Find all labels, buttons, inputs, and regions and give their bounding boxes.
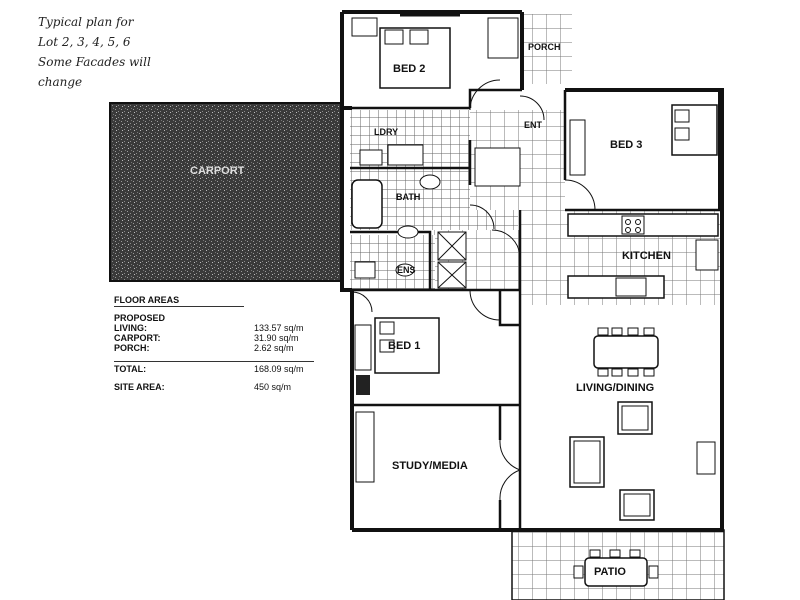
area-label: CARPORT: bbox=[114, 333, 161, 343]
note-line: Some Facades will bbox=[38, 55, 151, 69]
plan-note: Typical plan for Lot 2, 3, 4, 5, 6 Some … bbox=[38, 12, 208, 92]
room-label-study-media: STUDY/MEDIA bbox=[392, 460, 468, 472]
note-line: change bbox=[38, 75, 83, 89]
site-area-label: SITE AREA: bbox=[114, 382, 165, 392]
area-label: PORCH: bbox=[114, 343, 150, 353]
room-label-bath: BATH bbox=[396, 192, 421, 202]
area-value: 31.90 sq/m bbox=[254, 333, 299, 343]
room-label-carport: CARPORT bbox=[190, 165, 245, 177]
area-total-row: TOTAL: 168.09 sq/m bbox=[114, 361, 314, 374]
floor-areas-subheading: PROPOSED bbox=[114, 313, 166, 323]
carport-area bbox=[109, 102, 343, 282]
site-area-value: 450 sq/m bbox=[254, 382, 292, 392]
room-label-bed2: BED 2 bbox=[393, 63, 426, 75]
area-row: CARPORT: 31.90 sq/m bbox=[114, 333, 314, 343]
area-value: 133.57 sq/m bbox=[254, 323, 304, 333]
room-label-ent: ENT bbox=[524, 120, 542, 130]
area-total-label: TOTAL: bbox=[114, 364, 147, 374]
room-label-kitchen: KITCHEN bbox=[622, 250, 671, 262]
area-total-value: 168.09 sq/m bbox=[254, 364, 304, 374]
porch-tiles bbox=[520, 14, 572, 84]
room-label-patio: PATIO bbox=[594, 566, 626, 578]
area-value: 2.62 sq/m bbox=[254, 343, 294, 353]
floor-areas-table: FLOOR AREAS PROPOSED LIVING: 133.57 sq/m… bbox=[114, 295, 344, 392]
site-area-row: SITE AREA: 450 sq/m bbox=[114, 382, 314, 392]
area-row: PORCH: 2.62 sq/m bbox=[114, 343, 314, 353]
room-label-bed1: BED 1 bbox=[388, 340, 421, 352]
room-label-bed3: BED 3 bbox=[610, 139, 643, 151]
note-line: Lot 2, 3, 4, 5, 6 bbox=[38, 35, 131, 49]
room-label-ens: ENS bbox=[397, 265, 416, 275]
floor-areas-heading: FLOOR AREAS bbox=[114, 295, 244, 307]
note-line: Typical plan for bbox=[38, 15, 134, 29]
area-label: LIVING: bbox=[114, 323, 147, 333]
area-row: LIVING: 133.57 sq/m bbox=[114, 323, 314, 333]
room-label-porch: PORCH bbox=[528, 42, 561, 52]
room-label-living-dining: LIVING/DINING bbox=[576, 382, 655, 394]
room-label-ldry: LDRY bbox=[374, 127, 399, 137]
